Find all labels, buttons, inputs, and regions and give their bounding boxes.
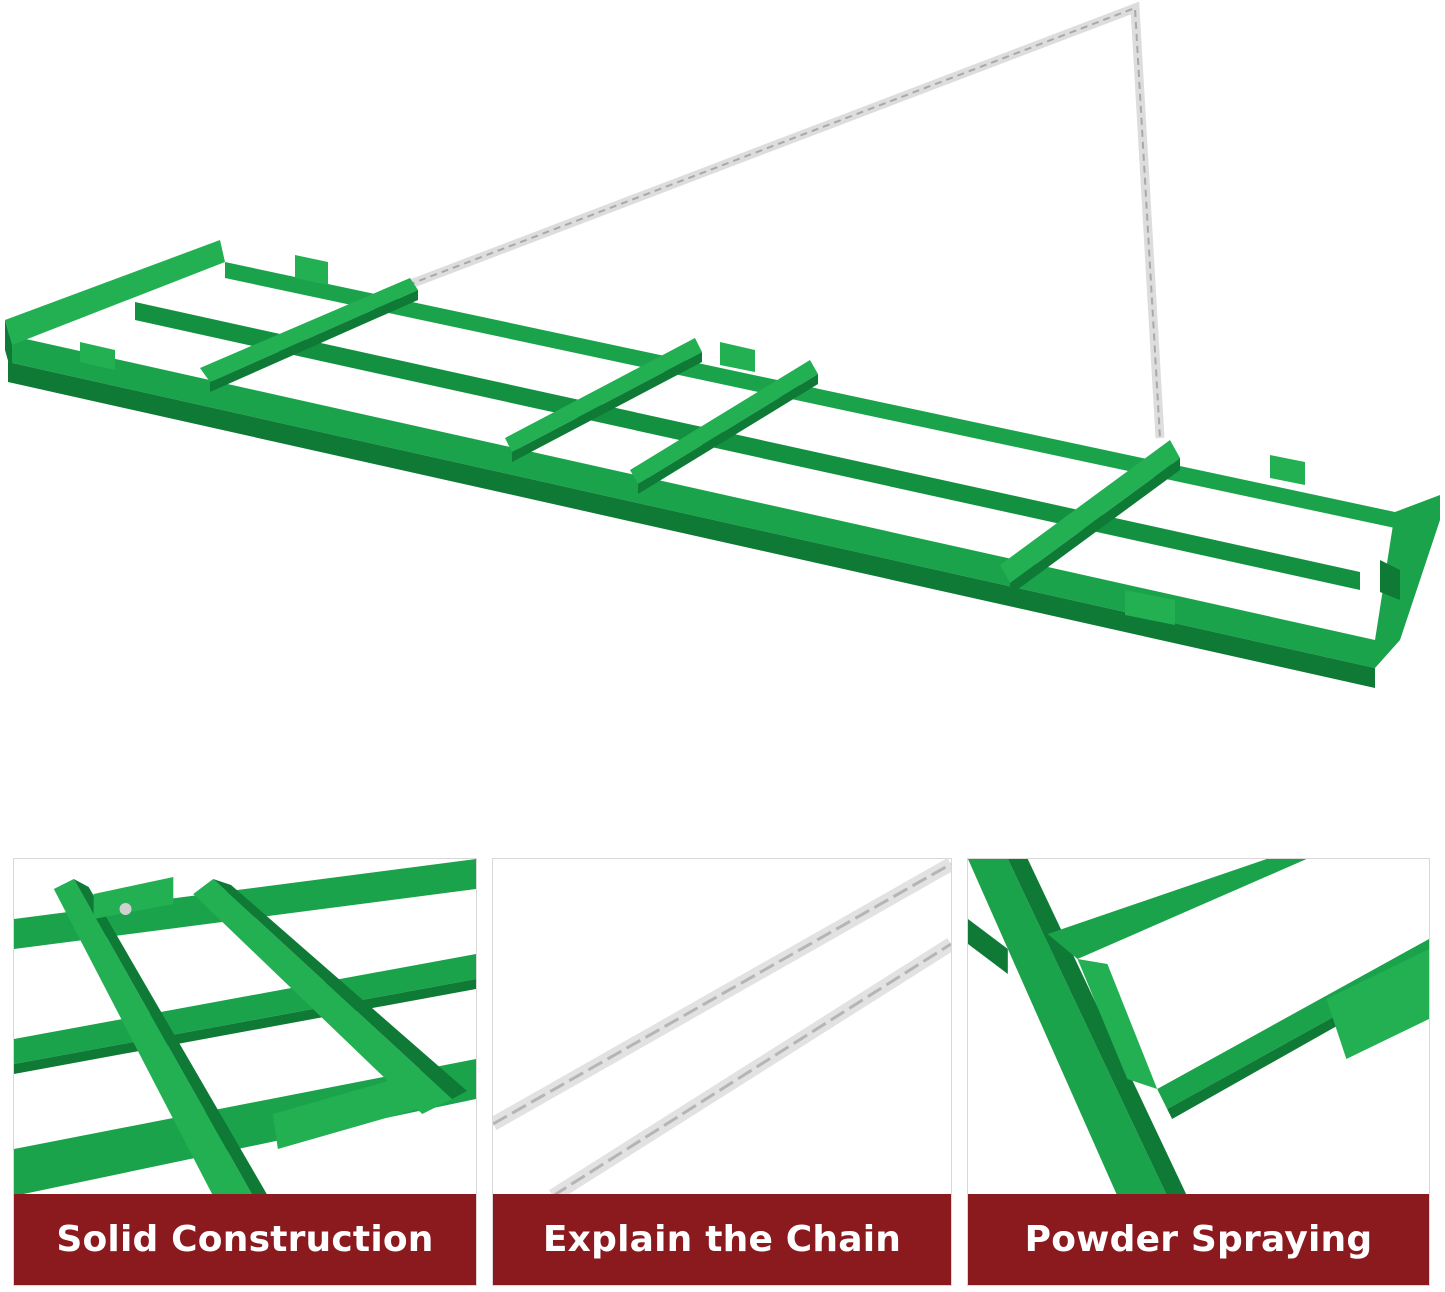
frame-joint-closeup-icon [14, 859, 476, 1196]
hero-frame [5, 240, 1440, 688]
feature-panel-solid-construction: Solid Construction [13, 858, 477, 1286]
chain-closeup-icon [493, 859, 951, 1196]
feature-panel-powder-spraying: Powder Spraying [967, 858, 1430, 1286]
feature-panel-explain-the-chain: Explain the Chain [492, 858, 952, 1286]
frame-corner-closeup-icon [968, 859, 1429, 1196]
hero-frame-illustration [5, 1, 1440, 688]
caption-powder-spraying: Powder Spraying [968, 1194, 1429, 1285]
caption-explain-the-chain: Explain the Chain [493, 1194, 951, 1285]
hero-chain [406, 1, 1165, 439]
caption-solid-construction: Solid Construction [14, 1194, 476, 1285]
